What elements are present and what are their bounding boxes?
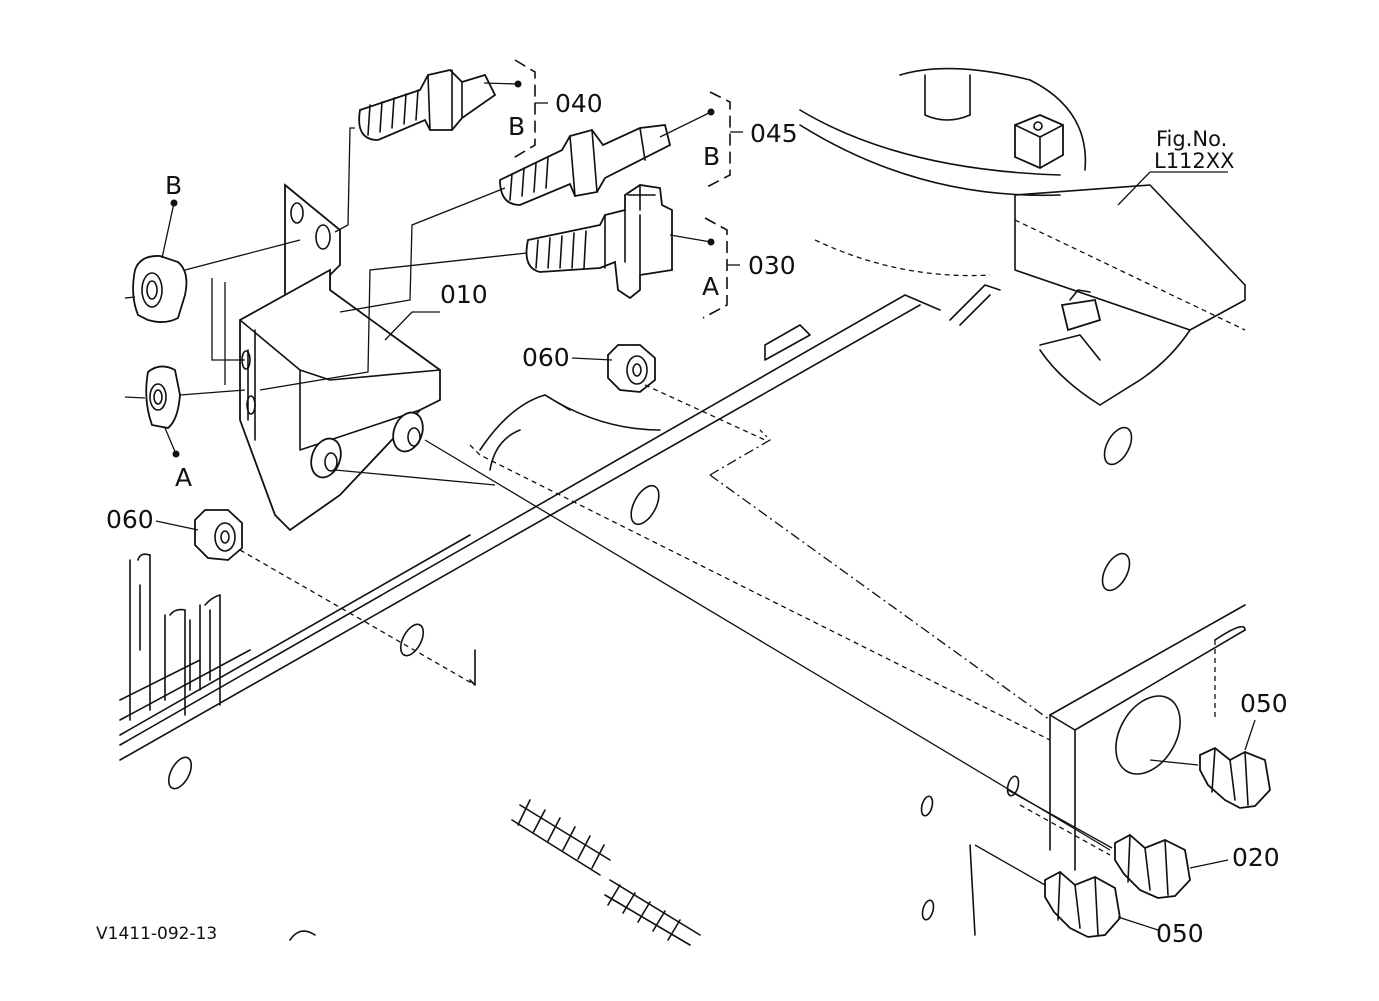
nut-a [145,365,181,429]
ref-label-b-045: B [703,142,720,171]
nut-b [132,255,188,323]
drawing-id: V1411-092-13 [96,924,217,944]
ref-brackets [509,59,743,319]
plug-020 [1114,833,1191,899]
threaded-rod-lower [289,799,701,946]
part-label-060-left: 060 [106,505,154,534]
labels: 040 B 045 B 030 A 010 060 060 B A 050 02… [96,89,1288,948]
part-label-050-top: 050 [1240,689,1288,718]
part-label-050-bottom: 050 [1156,919,1204,948]
ref-label-a-nut: A [175,463,192,492]
fig-no-label: Fig.No. [1156,127,1227,151]
part-leaders [155,171,1256,931]
ref-dots [161,80,715,458]
part-label-040: 040 [555,89,603,118]
part-label-060-top: 060 [522,343,570,372]
bracket-010 [239,183,441,532]
fitting-040 [358,69,497,141]
plug-050-top [1199,746,1271,809]
ref-label-a-030: A [702,272,719,301]
machine-frame [119,67,1246,946]
fitting-045 [499,124,672,206]
plug-050-bottom [1044,870,1121,938]
fig-no-value: L112XX [1154,149,1235,173]
collar-060-top [607,344,656,393]
assembly-lines [124,127,1199,886]
part-label-020: 020 [1232,843,1280,872]
ref-label-b-040: B [508,112,525,141]
part-label-045: 045 [750,119,798,148]
tee-fitting-030 [525,184,673,300]
part-label-010: 010 [440,280,488,309]
collar-060-left [194,509,243,561]
ref-label-b-nut: B [165,171,182,200]
part-label-030: 030 [748,251,796,280]
